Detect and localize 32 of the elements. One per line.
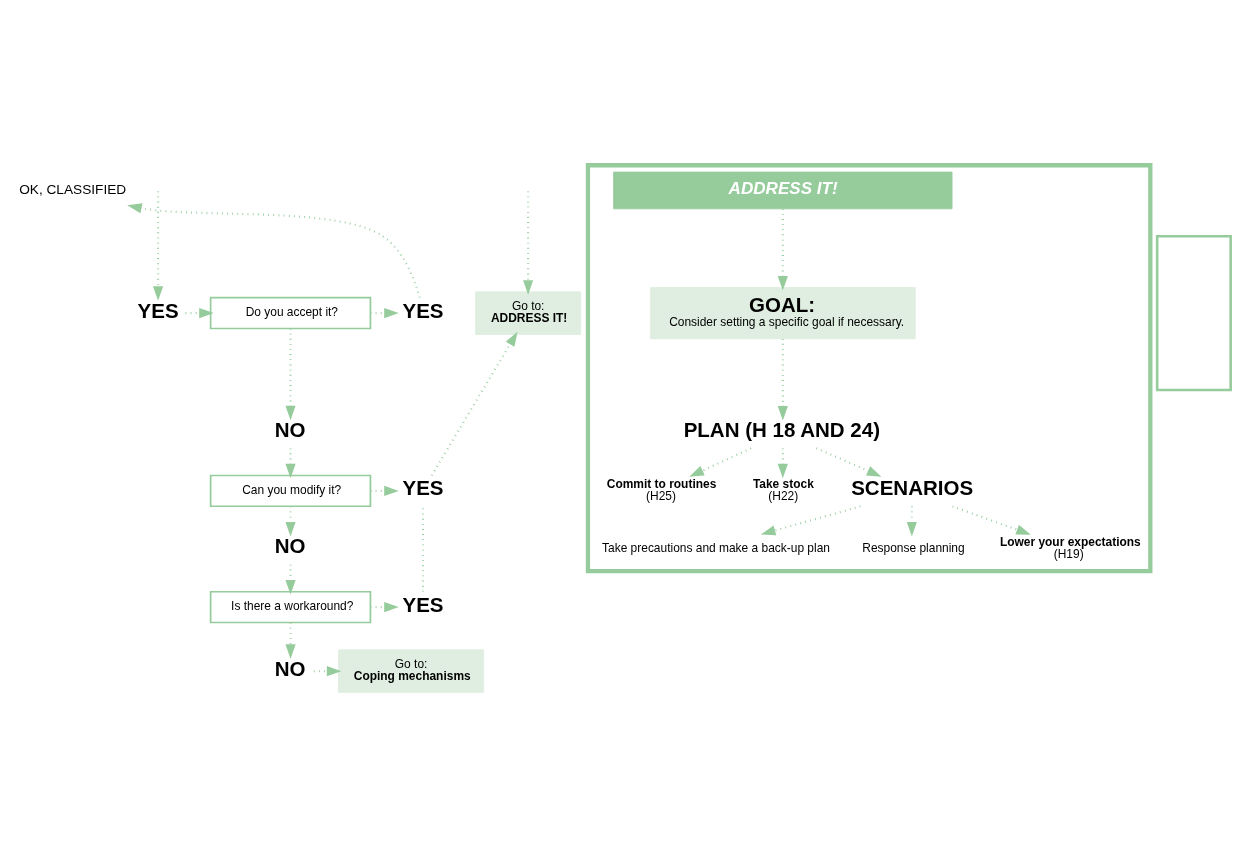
arrow [760, 504, 861, 535]
node-box: GOAL: Consider setting a specific goal if necessary. [649, 286, 916, 339]
arrow [689, 446, 752, 477]
node-box: Can you modify it? [209, 474, 372, 507]
node-text: SCENARIOS [851, 475, 974, 499]
node-box: Go to: ADDRESS IT! [475, 290, 582, 335]
arrow [777, 208, 788, 291]
node-text: Lower your expectations (H19) [999, 534, 1141, 561]
arrow [952, 504, 1031, 535]
node-box [1155, 234, 1232, 391]
node-text: Commit to routines (H25) [606, 476, 717, 503]
node-text: YES [402, 592, 444, 616]
arrow [777, 338, 788, 421]
node-box: Do you accept it? [209, 296, 372, 329]
arrow [815, 446, 882, 477]
arrow [430, 331, 518, 476]
node-text: PLAN (H 18 AND 24) [683, 417, 880, 441]
node-text: YES [137, 298, 179, 322]
node-text: Response planning [862, 540, 965, 555]
arrow [285, 622, 296, 659]
node-text: NO [274, 656, 306, 680]
arrow [523, 190, 534, 295]
node-text: YES [402, 298, 444, 322]
node-text: NO [274, 417, 306, 441]
node-text: Take stock (H22) [752, 476, 814, 503]
node-text: Take precautions and make a back-up plan [602, 540, 830, 555]
node-text: NO [274, 533, 306, 557]
node-text: YES [402, 475, 444, 499]
arrow [152, 190, 164, 301]
node-box: Go to: Coping mechanisms [337, 648, 485, 693]
node-text: OK, CLASSIFIED [19, 181, 127, 197]
node-box: Is there a workaround? [209, 590, 372, 623]
